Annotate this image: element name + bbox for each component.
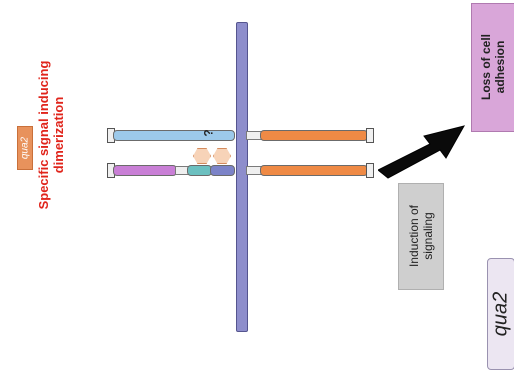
loss-of-cell-adhesion-box: Loss of cell adhesion bbox=[471, 3, 514, 132]
induction-of-signaling-box: Induction of signaling bbox=[398, 183, 444, 290]
qua2-ligand-label: qua2 bbox=[20, 137, 31, 159]
qua2-box: qua2 bbox=[487, 258, 514, 370]
qua2-box-label: qua2 bbox=[490, 292, 513, 337]
signaling-arrow bbox=[378, 108, 470, 188]
signal-label: Specific signal inducing dimerization bbox=[36, 40, 66, 230]
top-receptor-right-cap bbox=[366, 128, 374, 143]
cell-membrane bbox=[236, 22, 248, 332]
top-receptor-extracellular bbox=[113, 130, 235, 141]
bottom-receptor-extracellular bbox=[113, 165, 177, 176]
qua2-ligand-tag: qua2 bbox=[17, 126, 33, 170]
top-receptor-intracellular bbox=[260, 130, 368, 141]
dimerization-ligand-2 bbox=[213, 148, 231, 164]
unknown-domain-mark: ? bbox=[202, 129, 216, 136]
induction-of-signaling-label: Induction of signaling bbox=[407, 186, 435, 286]
dimerization-ligand-1 bbox=[193, 148, 211, 164]
bottom-receptor-right-cap bbox=[366, 163, 374, 178]
bottom-receptor-domain-blue bbox=[210, 165, 235, 176]
bottom-receptor-intracellular bbox=[260, 165, 368, 176]
loss-of-cell-adhesion-label: Loss of cell adhesion bbox=[479, 7, 507, 127]
bottom-receptor-domain-teal bbox=[187, 165, 212, 176]
